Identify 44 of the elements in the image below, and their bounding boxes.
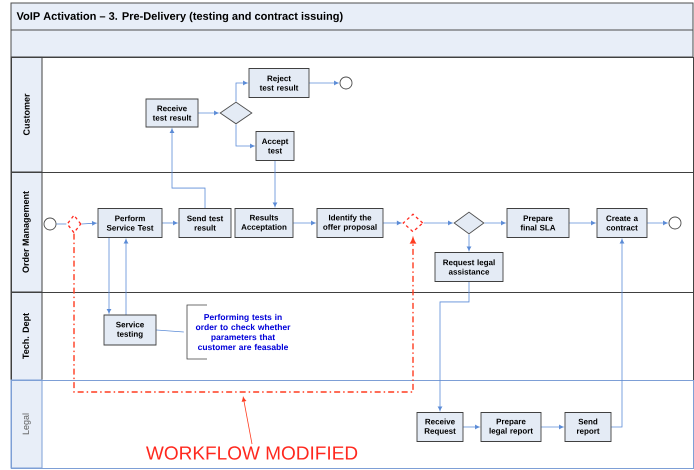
task-box: Send report [564,412,612,442]
arrow [293,220,316,226]
end-circle [340,76,352,90]
arrow [106,238,112,314]
arrow [423,220,453,226]
arrow [170,128,206,208]
task-box: Request legal assistance [434,252,504,282]
arrow [272,160,278,208]
task-box: Reject test result [248,68,310,98]
task-box: Receive Request [416,412,464,442]
arrow [309,80,339,86]
arrow [198,110,219,116]
arrow [484,220,506,226]
task-box: Prepare legal report [480,412,542,442]
annotation: Performing tests in order to check whether parameters that customer are feasable [186,304,290,360]
arrow [236,80,248,102]
arrow [162,220,178,226]
arrow [81,221,97,226]
title-bar: VoIP Activation – 3. Pre-Delivery (testing and contract issuing) [10,2,694,30]
arrow [466,234,472,252]
task-box: Receive test result [146,98,198,128]
arrow [611,238,624,428]
task-box: Identify the offer proposal [316,208,384,238]
arrow [383,220,402,226]
task-box: Perform Service Test [98,208,162,238]
arrow [242,396,252,444]
task-box: Prepare final SLA [506,208,570,238]
arrow [73,234,416,393]
arrow [438,282,470,412]
arrow [236,124,255,148]
arrow [463,424,480,430]
end-circle [668,216,682,230]
task-box: Results Acceptation [234,208,294,238]
note-text: WORKFLOW MODIFIED [146,446,358,460]
task-box: Accept test [256,131,294,161]
arrow [541,424,564,430]
task-box: Service testing [104,314,156,346]
task-box: Send test result [178,208,232,238]
connector [156,330,184,332]
arrow [647,220,668,226]
task-box: Create a contract [596,208,648,238]
end-circle [44,218,56,230]
arrow [569,220,596,226]
arrow [124,238,128,315]
